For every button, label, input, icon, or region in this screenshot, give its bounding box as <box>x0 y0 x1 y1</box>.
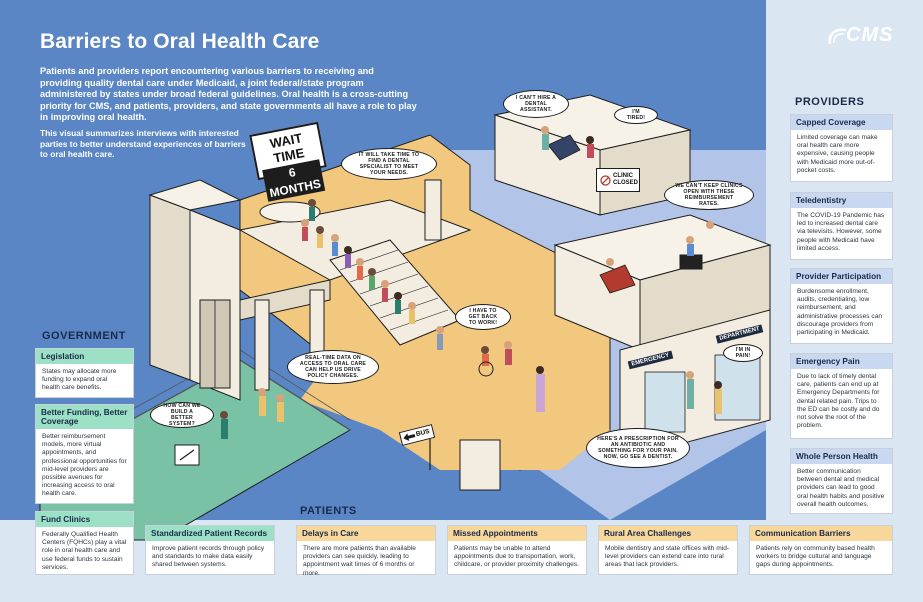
card-body: There are more patients than available p… <box>303 545 416 577</box>
tower-side <box>149 194 191 381</box>
card-body: States may allocate more funding to expa… <box>42 368 117 392</box>
card-rural-area: Rural Area Challenges Mobile dentistry a… <box>598 525 738 575</box>
card-body: Patients rely on community based health … <box>756 545 875 569</box>
intro-paragraph: Patients and providers report encounteri… <box>40 66 417 123</box>
bubble-dental-assistant: I CAN'T HIRE A DENTAL ASSISTANT. <box>503 90 569 118</box>
card-body: Patients may be unable to attend appoint… <box>454 545 579 569</box>
card-body: Mobile dentistry and state offices with … <box>605 545 730 569</box>
card-capped-coverage: Capped Coverage Limited coverage can mak… <box>790 114 893 182</box>
clinic-closed-sign: CLINIC CLOSED <box>596 168 640 192</box>
clinic-closed-text: CLINIC CLOSED <box>613 173 639 186</box>
patients-heading: PATIENTS <box>300 505 357 517</box>
cms-swoosh-icon <box>828 28 847 45</box>
bubble-reimbursement: WE CAN'T KEEP CLINICS OPEN WITH THESE RE… <box>664 180 754 210</box>
card-provider-participation: Provider Participation Burdensome enroll… <box>790 268 893 344</box>
card-body: Federally Qualified Health Centers (FQHC… <box>42 531 127 571</box>
bubble-realtime-data: REAL-TIME DATA ON ACCESS TO ORAL CARE CA… <box>287 350 379 384</box>
card-title: Delays in Care <box>297 526 435 541</box>
cms-logo-text: CMS <box>846 24 894 46</box>
bus-text: BUS <box>415 427 431 439</box>
card-title: Fund Clinics <box>36 512 133 527</box>
card-body: The COVID-19 Pandemic has led to increas… <box>797 212 885 252</box>
card-body: Improve patient records through policy a… <box>152 545 265 569</box>
card-better-funding: Better Funding, Better Coverage Better r… <box>35 404 134 504</box>
card-title: Communication Barriers <box>750 526 892 541</box>
government-heading: GOVERNMENT <box>42 330 126 342</box>
card-title: Emergency Pain <box>791 354 892 369</box>
card-fund-clinics: Fund Clinics Federally Qualified Health … <box>35 511 134 575</box>
page-title: Barriers to Oral Health Care <box>40 30 320 53</box>
card-body: Better communication between dental and … <box>797 468 885 508</box>
bubble-back-to-work: I HAVE TO GET BACK TO WORK! <box>455 304 511 330</box>
intro-summary: This visual summarizes interviews with i… <box>40 128 246 159</box>
card-body: Due to lack of timely dental care, patie… <box>797 373 880 430</box>
card-title: Provider Participation <box>791 269 892 284</box>
card-body: Better reimbursement models, more virtua… <box>42 433 127 498</box>
bubble-in-pain: I'M IN PAIN! <box>723 344 763 362</box>
card-title: Whole Person Health <box>791 449 892 464</box>
card-title: Teledentistry <box>791 193 892 208</box>
providers-heading: PROVIDERS <box>795 96 865 108</box>
bubble-prescription: HERE'S A PRESCRIPTION FOR AN ANTIBIOTIC … <box>586 428 690 468</box>
card-title: Better Funding, Better Coverage <box>36 405 133 429</box>
card-delays-in-care: Delays in Care There are more patients t… <box>296 525 436 577</box>
card-standardized-records: Standardized Patient Records Improve pat… <box>145 525 275 575</box>
card-title: Standardized Patient Records <box>146 526 274 541</box>
arrow-left-icon <box>403 433 416 442</box>
people-group <box>220 126 722 439</box>
card-legislation: Legislation States may allocate more fun… <box>35 348 134 398</box>
card-title: Rural Area Challenges <box>599 526 737 541</box>
bus-sign: BUS <box>398 424 436 446</box>
card-emergency-pain: Emergency Pain Due to lack of timely den… <box>790 353 893 439</box>
bubble-tired: I'M TIRED! <box>614 106 658 124</box>
card-communication-barriers: Communication Barriers Patients rely on … <box>749 525 893 575</box>
card-body: Burdensome enrollment, audits, credentia… <box>797 288 883 337</box>
bubble-wait-specialist: IT WILL TAKE TIME TO FIND A DENTAL SPECI… <box>341 148 437 180</box>
no-entry-icon <box>600 175 611 186</box>
card-body: Limited coverage can make oral health ca… <box>797 134 878 174</box>
card-whole-person-health: Whole Person Health Better communication… <box>790 448 893 514</box>
bubble-better-system: HOW CAN WE BUILD A BETTER SYSTEM? <box>150 402 214 428</box>
cms-logo: CMS <box>826 24 900 50</box>
card-title: Missed Appointments <box>448 526 586 541</box>
card-teledentistry: Teledentistry The COVID-19 Pandemic has … <box>790 192 893 260</box>
card-missed-appointments: Missed Appointments Patients may be unab… <box>447 525 587 575</box>
card-title: Legislation <box>36 349 133 364</box>
card-title: Capped Coverage <box>791 115 892 130</box>
